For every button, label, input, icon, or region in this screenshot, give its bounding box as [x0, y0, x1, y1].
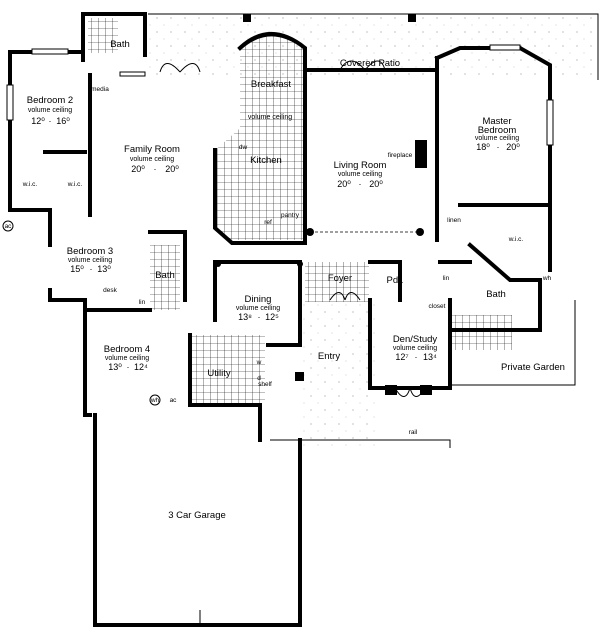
room-breakfast: Breakfast [251, 79, 291, 90]
dryer-label: d [257, 375, 261, 382]
tiled-areas [88, 18, 512, 405]
room-master-bedroom-line1: Master [482, 116, 511, 127]
room-family-room: Family Room [124, 144, 180, 155]
linen-label: linen [447, 217, 461, 224]
fireplace-label: fireplace [388, 152, 413, 159]
entry-area [270, 300, 451, 450]
desk-label: desk [103, 287, 117, 294]
svg-text:·: · [359, 179, 362, 189]
svg-text:·: · [154, 164, 157, 174]
bedroom-3-ceiling: volume ceiling [68, 257, 112, 264]
bedroom-4-dim-b: 12⁴ [134, 362, 148, 372]
dining-dim-b: 12⁵ [265, 312, 279, 322]
wic-label: w.i.c. [22, 181, 38, 188]
ref-label: ref [264, 219, 272, 226]
svg-text:·: · [258, 312, 261, 322]
master-bedroom-dim-a: 18⁰ [476, 142, 490, 152]
dw-label: dw [239, 144, 248, 151]
dining-dim-a: 13⁸ [238, 312, 252, 322]
room-bath-mid: Bath [155, 270, 175, 281]
room-bedroom-3: Bedroom 3 [67, 246, 113, 257]
bedroom-3-dim-a: 15⁰ [70, 264, 84, 274]
room-foyer: Foyer [328, 273, 352, 284]
svg-text:·: · [497, 142, 500, 152]
family-room-dim-a: 20⁰ [131, 164, 145, 174]
svg-text:·: · [90, 264, 93, 274]
family-room-dim-b: 20⁰ [165, 164, 179, 174]
breakfast-ceiling: volume ceiling [248, 114, 292, 121]
room-den-study: Den/Study [393, 334, 438, 345]
room-bedroom-4: Bedroom 4 [104, 344, 150, 355]
svg-text:·: · [415, 352, 418, 362]
shelf-label: shelf [258, 381, 272, 388]
wh-label: wh [150, 397, 160, 404]
ac-label: ac [170, 397, 178, 404]
master-bedroom-dim-b: 20⁰ [506, 142, 520, 152]
dining-ceiling: volume ceiling [236, 305, 280, 312]
room-labels: Covered Patio Bath Bedroom 2 volume ceil… [27, 39, 565, 521]
media-label: media [91, 86, 109, 93]
den-study-dim-a: 12⁷ [395, 352, 408, 362]
wh-label: wh [542, 275, 552, 282]
bedroom-4-ceiling: volume ceiling [105, 355, 149, 362]
family-room-ceiling: volume ceiling [130, 156, 174, 163]
den-study-dim-b: 13⁴ [423, 352, 437, 362]
lin-label: lin [443, 275, 450, 282]
svg-text:·: · [49, 116, 52, 126]
room-private-garden: Private Garden [501, 362, 565, 373]
room-master-bedroom-line2: Bedroom [478, 125, 517, 136]
closet-label: closet [429, 303, 446, 310]
wic-master-label: w.i.c. [508, 236, 524, 243]
living-room-ceiling: volume ceiling [338, 171, 382, 178]
rail-label: rail [409, 429, 418, 436]
room-garage: 3 Car Garage [168, 510, 226, 521]
master-bedroom-ceiling: volume ceiling [475, 135, 519, 142]
lin-label: lin [139, 299, 146, 306]
room-utility: Utility [207, 368, 230, 379]
room-living-room: Living Room [334, 160, 387, 171]
bedroom-2-dim-a: 12⁰ [31, 116, 45, 126]
living-room-dim-b: 20⁰ [369, 179, 383, 189]
room-bedroom-2: Bedroom 2 [27, 95, 73, 106]
bedroom-2-dim-b: 16⁰ [56, 116, 70, 126]
room-entry: Entry [318, 351, 340, 362]
washer-label: w [256, 359, 262, 366]
bedroom-4-dim-a: 13⁰ [108, 362, 122, 372]
bedroom-2-ceiling: volume ceiling [28, 107, 72, 114]
room-bath-upper: Bath [110, 39, 130, 50]
den-study-ceiling: volume ceiling [393, 345, 437, 352]
wic-label: w.i.c. [67, 181, 83, 188]
fixture-labels: media w.i.c. w.i.c. w.i.c. ac wh ac wh d… [2, 86, 552, 436]
openings [6, 44, 576, 626]
room-kitchen: Kitchen [250, 155, 282, 166]
svg-text:·: · [127, 362, 130, 372]
room-powder: Pdr. [387, 275, 404, 286]
room-dining: Dining [245, 294, 272, 305]
bedroom-3-dim-b: 13⁰ [97, 264, 111, 274]
ac-label: ac [5, 223, 13, 230]
pantry-label: pantry [281, 212, 300, 219]
room-covered-patio: Covered Patio [340, 58, 400, 69]
living-room-dim-a: 20⁰ [337, 179, 351, 189]
room-master-bath: Bath [486, 289, 506, 300]
